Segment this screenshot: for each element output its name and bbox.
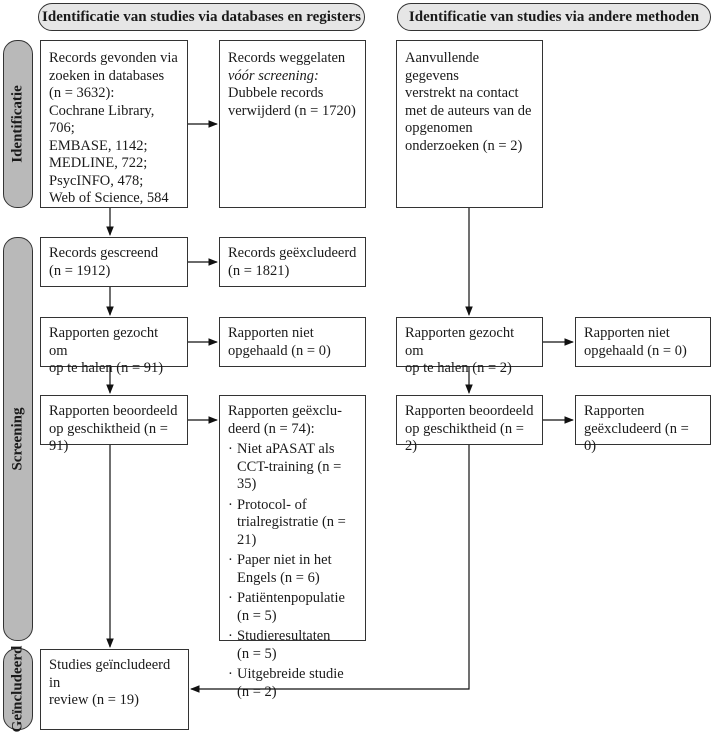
records-found-line: (n = 3632): xyxy=(49,85,115,101)
records-removed-line: vóór screening: xyxy=(228,67,319,84)
other-reports-assessed-box: Rapporten beoordeeld op geschiktheid (n … xyxy=(396,395,543,454)
exclusion-reason-item: Patiëntenpopulatie (n = 5) xyxy=(228,590,357,625)
additional-data-line: onderzoeken (n = 2) xyxy=(405,137,523,154)
exclusion-reason-item: Uitgebreide studie (n = 2) xyxy=(228,666,357,701)
records-removed-line: verwijderd (n = 1720) xyxy=(228,102,356,119)
studies-included-line: Studies geïncludeerd in xyxy=(49,657,171,691)
reports-sought-box: Rapporten gezocht om op te halen (n = 91… xyxy=(40,317,188,376)
header-other-methods: Identificatie van studies via andere met… xyxy=(397,3,711,31)
records-found-line: Cochrane Library, xyxy=(49,102,155,119)
records-screened-box: Records gescreend (n = 1912) xyxy=(40,237,188,287)
exclusion-reason-line: (n = 2) xyxy=(237,683,277,700)
exclusion-reason-line: Uitgebreide studie xyxy=(237,666,344,682)
other-reports-excluded-line: geëxcludeerd (n = 0) xyxy=(584,420,689,455)
phase-screening: Screening xyxy=(3,237,33,641)
records-removed-line: Records weggelaten xyxy=(228,50,346,66)
reports-not-retrieved-line: Rapporten niet xyxy=(228,325,314,341)
other-reports-assessed-line: Rapporten beoordeeld xyxy=(405,403,534,419)
records-found-line: Records gevonden via xyxy=(49,50,178,66)
records-screened-line: Records gescreend xyxy=(49,245,159,261)
records-screened-line: (n = 1912) xyxy=(49,262,111,279)
records-found-line: Web of Science, 584 xyxy=(49,190,169,206)
exclusion-reason-line: Engels (n = 6) xyxy=(237,569,320,586)
additional-data-line: met de auteurs van de xyxy=(405,102,532,119)
records-removed-box: Records weggelaten vóór screening: Dubbe… xyxy=(219,40,366,208)
exclusion-reason-line: (n = 5) xyxy=(237,607,277,624)
records-found-box: Records gevonden via zoeken in databases… xyxy=(40,40,188,208)
records-excluded-box: Records geëxcludeerd (n = 1821) xyxy=(219,237,366,287)
other-reports-excluded-box: Rapporten geëxcludeerd (n = 0) xyxy=(575,395,711,454)
other-reports-not-retrieved-line: opgehaald (n = 0) xyxy=(584,342,687,359)
phase-included: Geïncludeerd xyxy=(3,646,33,732)
arrow-other-assessed-to-included xyxy=(190,445,470,693)
exclusion-reason-line: Patiëntenpopulatie xyxy=(237,590,345,606)
other-reports-sought-box: Rapporten gezocht om op te halen (n = 2) xyxy=(396,317,543,376)
reports-not-retrieved-line: opgehaald (n = 0) xyxy=(228,342,331,359)
reports-assessed-line: Rapporten beoordeeld xyxy=(49,403,178,419)
records-found-line: zoeken in databases xyxy=(49,67,165,84)
reports-not-retrieved-box: Rapporten niet opgehaald (n = 0) xyxy=(219,317,366,367)
exclusion-reason-line: Studieresultaten xyxy=(237,628,331,644)
exclusion-reason-item: Studieresultaten (n = 5) xyxy=(228,628,357,663)
other-reports-excluded-line: Rapporten xyxy=(584,403,645,419)
exclusion-reason-item: Protocol- of trialregistratie (n = 21) xyxy=(228,497,357,550)
exclusion-reason-line: Protocol- of xyxy=(237,496,307,513)
header-other-label: Identificatie van studies via andere met… xyxy=(408,8,700,25)
header-databases: Identificatie van studies via databases … xyxy=(38,3,365,31)
exclusion-reason-item: Paper niet in het Engels (n = 6) xyxy=(228,552,357,587)
records-excluded-line: Records geëxcludeerd xyxy=(228,245,357,261)
exclusion-reason-line: (n = 5) xyxy=(237,645,277,662)
other-reports-sought-line: Rapporten gezocht om xyxy=(405,325,515,359)
exclusion-reason-line: Niet aPASAT als xyxy=(237,441,335,457)
additional-data-line: opgenomen xyxy=(405,120,473,136)
records-found-line: EMBASE, 1142; xyxy=(49,137,148,154)
studies-included-box: Studies geïncludeerd in review (n = 19) xyxy=(40,649,189,730)
other-reports-not-retrieved-box: Rapporten niet opgehaald (n = 0) xyxy=(575,317,711,367)
reports-assessed-line: op geschiktheid (n = 91) xyxy=(49,420,168,455)
reports-excluded-title: deerd (n = 74): xyxy=(228,420,315,437)
studies-included-line: review (n = 19) xyxy=(49,692,139,708)
additional-data-line: Aanvullende gegevens xyxy=(405,50,480,84)
exclusion-reason-item: Niet aPASAT als CCT-training (n = 35) xyxy=(228,441,357,494)
phase-identification: Identificatie xyxy=(3,40,33,208)
records-found-line: MEDLINE, 722; xyxy=(49,155,148,171)
additional-data-box: Aanvullende gegevens verstrekt na contac… xyxy=(396,40,543,208)
records-removed-line: Dubbele records xyxy=(228,85,324,101)
exclusion-reason-line: trialregistratie (n = 21) xyxy=(237,514,346,548)
other-reports-not-retrieved-line: Rapporten niet xyxy=(584,325,670,341)
reports-excluded-box: Rapporten geëxclu- deerd (n = 74): Niet … xyxy=(219,395,366,700)
other-reports-sought-line: op te halen (n = 2) xyxy=(405,360,512,376)
additional-data-line: verstrekt na contact xyxy=(405,85,519,101)
reports-excluded-title: Rapporten geëxclu- xyxy=(228,403,342,419)
header-databases-label: Identificatie van studies via databases … xyxy=(42,8,361,25)
reports-assessed-box: Rapporten beoordeeld op geschiktheid (n … xyxy=(40,395,188,454)
exclusion-reason-line: Paper niet in het xyxy=(237,552,332,568)
records-excluded-line: (n = 1821) xyxy=(228,262,290,279)
reports-sought-line: op te halen (n = 91) xyxy=(49,360,164,376)
records-found-line: PsycINFO, 478; xyxy=(49,172,144,189)
reports-sought-line: Rapporten gezocht om xyxy=(49,325,159,359)
records-found-line: 706; xyxy=(49,120,75,136)
exclusion-reason-line: CCT-training (n = 35) xyxy=(237,458,342,493)
other-reports-assessed-line: op geschiktheid (n = 2) xyxy=(405,420,524,455)
